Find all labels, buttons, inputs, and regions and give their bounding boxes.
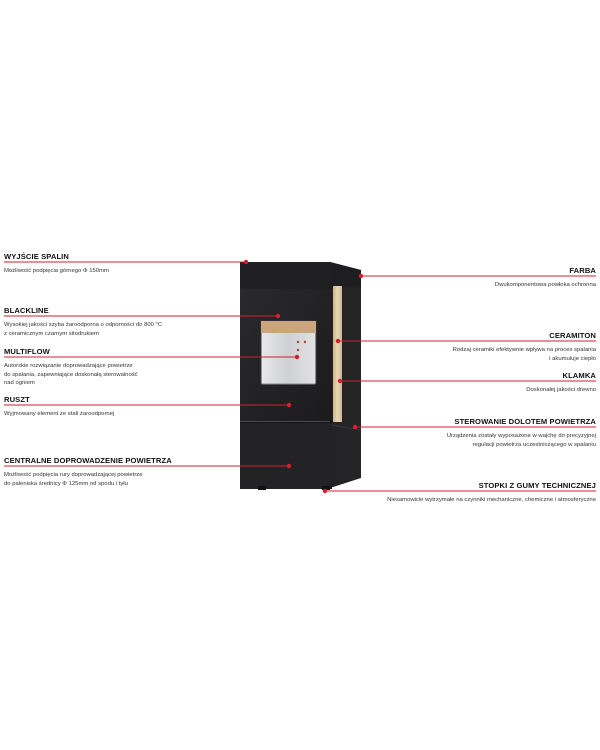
callout-dot: [358, 273, 364, 279]
callout-desc-line: Autorskie rozwiązanie doprowadzające pow…: [4, 363, 133, 369]
callout-sterowanie-dolotem: STEROWANIE DOLOTEM POWIETRZA Urządzenia …: [447, 417, 596, 449]
callout-desc: Wysokiej jakości szyba żaroodporna o odp…: [4, 321, 162, 338]
callout-dot: [286, 402, 292, 408]
callout-title: FARBA: [569, 266, 596, 275]
callout-dot: [352, 424, 358, 430]
stove-foot: [258, 486, 266, 490]
callout-desc-line: Urządzenia zostały wyposażone w wajchę d…: [446, 433, 596, 439]
callout-dot: [286, 463, 292, 469]
leader-dots-left: [243, 259, 300, 469]
callout-desc-line: Rodzaj ceramiki efektywnie wpływa na pro…: [452, 347, 596, 353]
callout-dot: [337, 378, 343, 384]
callout-dot: [243, 259, 249, 265]
callout-ceramiton: CERAMITON Rodzaj ceramiki efektywnie wpł…: [453, 331, 596, 363]
callout-desc-line: Wyjmowany element ze stali żaroodpornej: [4, 411, 115, 417]
callout-title: STOPKI Z GUMY TECHNICZNEJ: [478, 481, 596, 490]
callout-dot: [275, 313, 281, 319]
leader-lines-right: [325, 275, 596, 492]
callout-farba: FARBA Dwukomponentowa powłoka ochronna: [495, 266, 596, 290]
callout-desc: Niesamowicie wytrzymałe na czynniki mech…: [387, 496, 596, 505]
callout-centralne-doprowadzenie: CENTRALNE DOPROWADZENIE POWIETRZA Możliw…: [4, 456, 172, 488]
callout-title: CENTRALNE DOPROWADZENIE POWIETRZA: [4, 456, 172, 465]
callout-desc-line: i akumuluje ciepło: [549, 355, 596, 362]
callout-desc-line: do spalania, zapewniające doskonałą ster…: [4, 371, 138, 378]
callout-desc: Rodzaj ceramiki efektywnie wpływa na pro…: [453, 346, 596, 363]
callout-desc: Doskonałej jakości drewno: [526, 386, 596, 395]
callout-blackline: BLACKLINE Wysokiej jakości szyba żaroodp…: [4, 306, 162, 338]
stove-lower-door: [240, 422, 332, 489]
callout-title: STEROWANIE DOLOTEM POWIETRZA: [454, 417, 596, 426]
callout-klamka: KLAMKA Doskonałej jakości drewno: [526, 371, 596, 395]
callout-desc: Urządzenia zostały wyposażone w wajchę d…: [447, 432, 596, 449]
callout-stopki: STOPKI Z GUMY TECHNICZNEJ Niesamowicie w…: [387, 481, 596, 505]
callout-desc-line: Wysokiej jakości szyba żaroodporna o odp…: [4, 322, 163, 328]
callout-title: RUSZT: [4, 395, 30, 404]
callout-desc-line: do paleniska średnicy Φ 125mm od spodu i…: [4, 480, 128, 487]
callout-desc-line: Dwukomponentowa powłoka ochronna: [494, 282, 596, 288]
callout-desc-line: z ceramicznym czarnym sitodrukiem: [4, 330, 99, 337]
callout-title: CERAMITON: [549, 331, 596, 340]
callout-desc-line: Doskonałej jakości drewno: [526, 387, 596, 393]
callout-desc-line: Możliwość podpięcia górnego Φ 150mm: [4, 268, 109, 274]
callout-dot: [294, 354, 300, 360]
callout-desc-line: nad ogniem: [4, 380, 35, 387]
callout-desc: Możliwość podpięcia górnego Φ 150mm: [4, 267, 109, 276]
callout-title: WYJŚCIE SPALIN: [4, 252, 69, 261]
callout-desc-line: Niesamowicie wytrzymałe na czynniki mech…: [387, 497, 596, 503]
stove-top-front: [240, 262, 330, 289]
callout-desc-line: regulacji powietrza uczestniczącego w sp…: [472, 441, 596, 448]
leader-dots-right: [322, 273, 364, 494]
fire-chamber-top: [261, 321, 316, 333]
callout-desc-line: Możliwość podpięcia rury doprowadzającej…: [4, 472, 143, 478]
callout-title: MULTIFLOW: [4, 347, 50, 356]
callout-wyjscie-spalin: WYJŚCIE SPALIN Możliwość podpięcia górne…: [4, 252, 109, 276]
ceramiton-strip: [333, 286, 342, 422]
callout-dot: [335, 338, 341, 344]
callout-desc: Wyjmowany element ze stali żaroodpornej: [4, 410, 114, 419]
callout-title: KLAMKA: [562, 371, 596, 380]
callout-desc: Możliwość podpięcia rury doprowadzającej…: [4, 471, 172, 488]
callout-title: BLACKLINE: [4, 306, 49, 315]
callout-ruszt: RUSZT Wyjmowany element ze stali żaroodp…: [4, 395, 114, 419]
leader-lines-left: [4, 261, 297, 467]
callout-dot: [322, 488, 328, 494]
callout-desc: Autorskie rozwiązanie doprowadzające pow…: [4, 362, 138, 388]
callout-multiflow: MULTIFLOW Autorskie rozwiązanie doprowad…: [4, 347, 138, 388]
stove-illustration: [240, 262, 362, 490]
callout-desc: Dwukomponentowa powłoka ochronna: [495, 281, 596, 290]
stove-foot: [322, 486, 330, 490]
